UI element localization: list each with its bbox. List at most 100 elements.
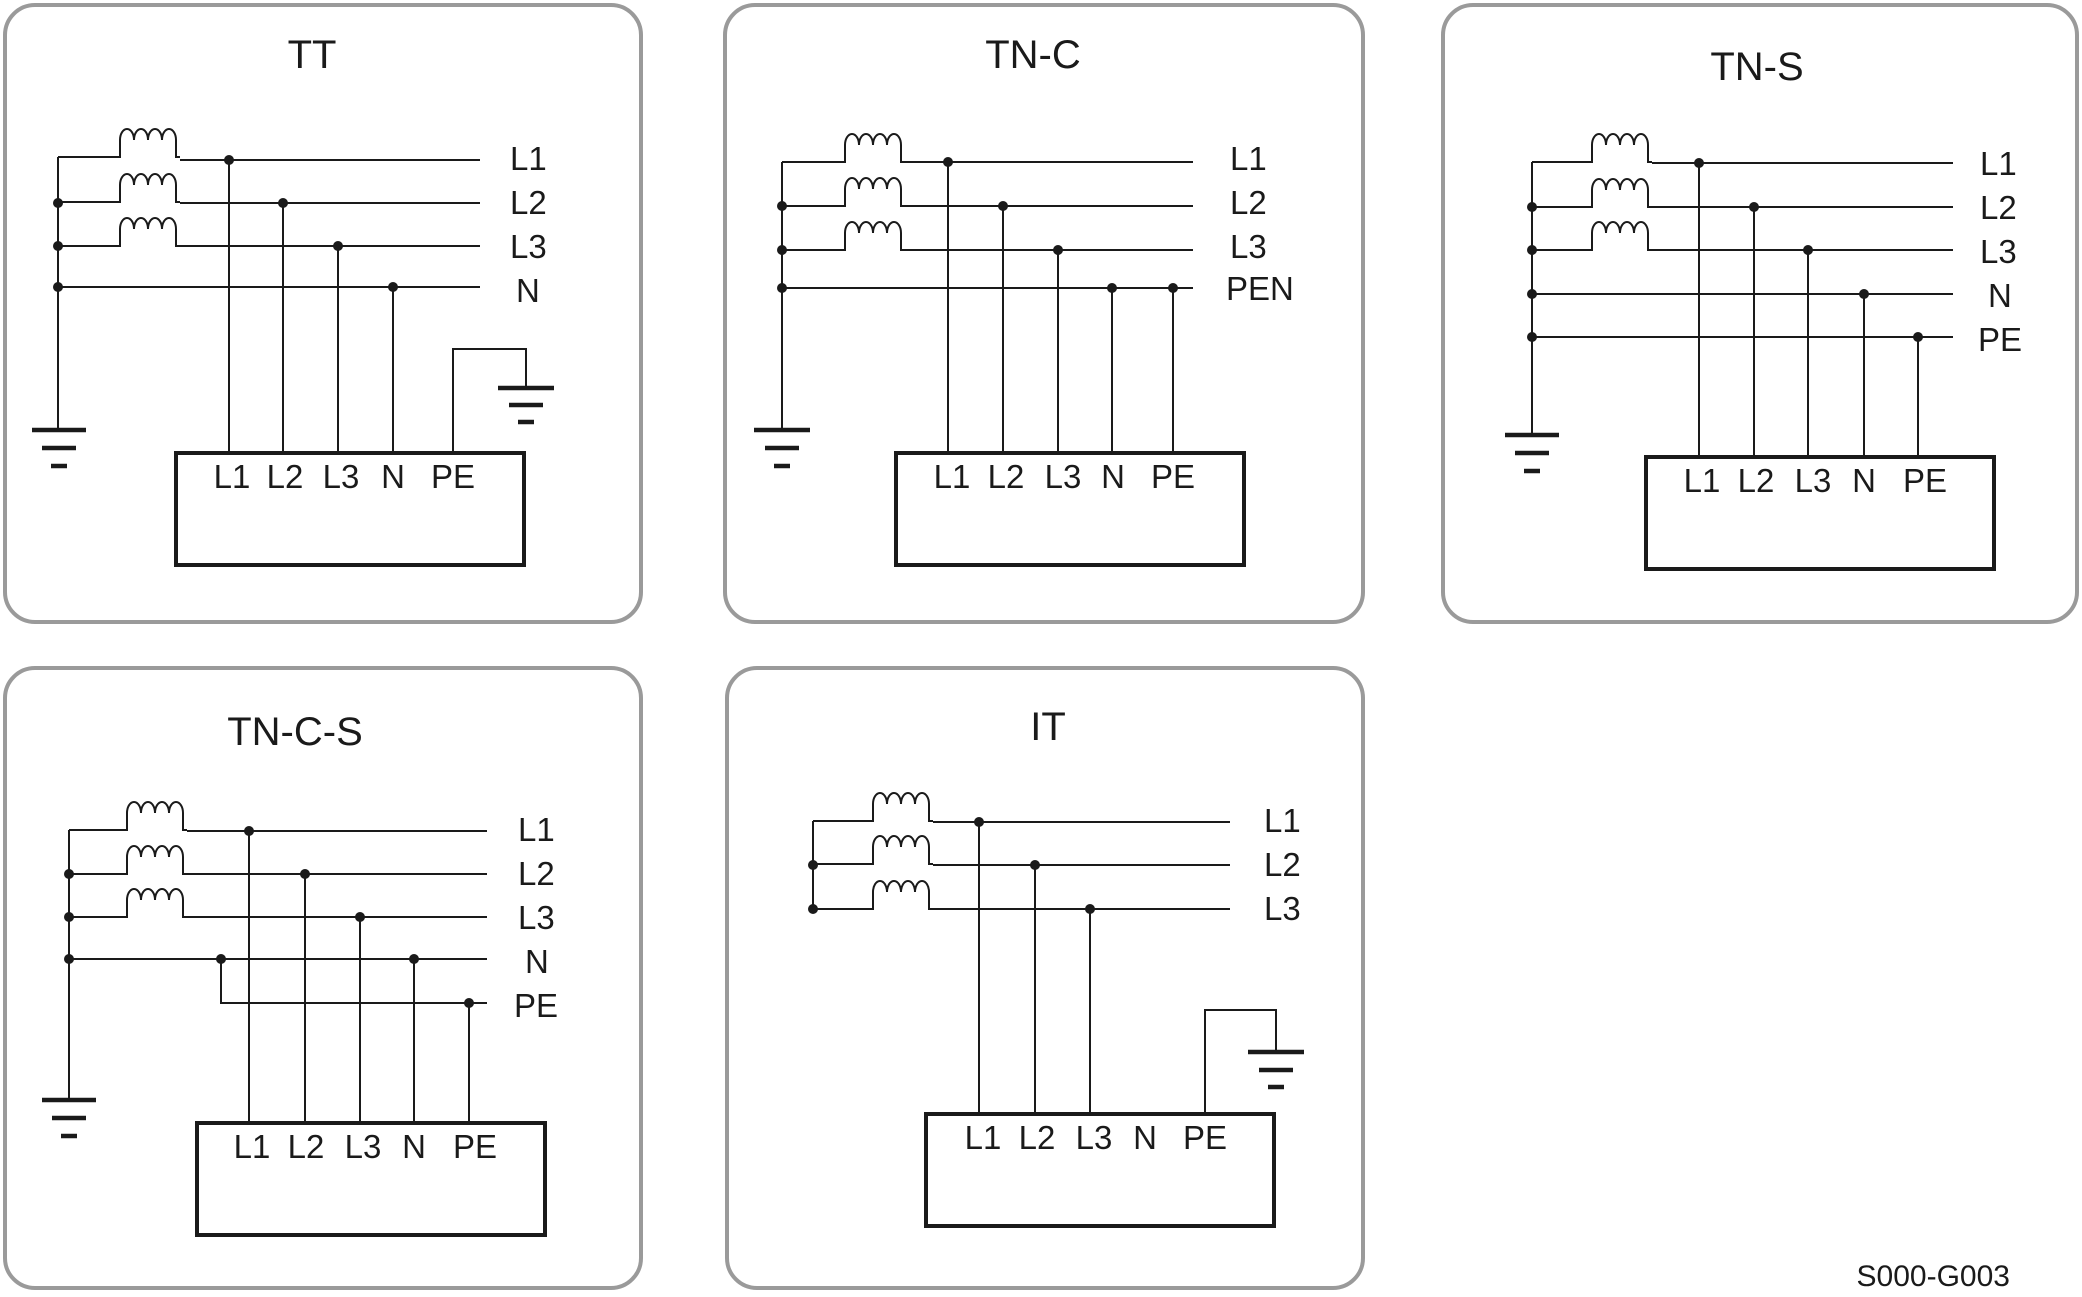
conductor-label: N	[525, 943, 549, 980]
junction-dot-icon	[53, 241, 63, 251]
terminal-label: PE	[1151, 458, 1195, 495]
junction-dot-icon	[333, 241, 343, 251]
conductor-label: L3	[1264, 890, 1301, 927]
terminal-label: L1	[234, 1128, 271, 1165]
junction-dot-icon	[216, 954, 226, 964]
terminal-label: N	[1101, 458, 1125, 495]
ground-symbol-icon	[1248, 1049, 1304, 1090]
terminal-label: L2	[288, 1128, 325, 1165]
junction-dot-icon	[777, 201, 787, 211]
load-device-box	[174, 451, 526, 567]
pe-earth-lead	[1204, 1009, 1277, 1114]
load-device-box	[924, 1112, 1276, 1228]
transformer-winding-icon	[58, 128, 180, 158]
junction-dot-icon	[53, 282, 63, 292]
terminal-label: PE	[1903, 462, 1947, 499]
terminal-label: PE	[431, 458, 475, 495]
transformer-winding-icon	[1532, 133, 1652, 163]
panel-tn-c: TN-C L1 L2	[723, 3, 1365, 624]
conductor-label: L2	[1230, 184, 1267, 221]
junction-dot-icon	[808, 860, 818, 870]
junction-dot-icon	[278, 198, 288, 208]
panel-title: TN-S	[1710, 45, 1803, 89]
junction-dot-icon	[1913, 332, 1923, 342]
transformer-winding-icon	[782, 177, 905, 207]
junction-dot-icon	[1085, 904, 1095, 914]
junction-dot-icon	[1168, 283, 1178, 293]
conductor-label: L1	[1980, 145, 2017, 182]
terminal-label: L3	[1045, 458, 1082, 495]
panel-title: IT	[1030, 705, 1066, 749]
pe-split-branch	[220, 959, 487, 1004]
junction-dot-icon	[1859, 289, 1869, 299]
junction-dot-icon	[1107, 283, 1117, 293]
terminal-label: N	[402, 1128, 426, 1165]
junction-dot-icon	[1527, 289, 1537, 299]
terminal-label: L1	[1684, 462, 1721, 499]
terminal-label: L2	[1019, 1119, 1056, 1156]
transformer-winding-icon	[813, 792, 933, 822]
ground-symbol-icon	[42, 1097, 96, 1139]
conductor-label: L3	[510, 228, 547, 265]
panel-tt: TT	[3, 3, 643, 624]
figure-code: S000-G003	[1857, 1260, 2010, 1293]
terminal-label: L3	[345, 1128, 382, 1165]
transformer-winding-icon	[813, 835, 933, 865]
conductor-label: L3	[1980, 233, 2017, 270]
junction-dot-icon	[777, 245, 787, 255]
junction-dot-icon	[974, 817, 984, 827]
terminal-label: L2	[267, 458, 304, 495]
conductor-label: N	[1988, 277, 2012, 314]
panel-title: TN-C	[985, 33, 1081, 77]
junction-dot-icon	[808, 904, 818, 914]
conductor-label: L2	[510, 184, 547, 221]
terminal-label: L1	[934, 458, 971, 495]
conductor-label: N	[516, 272, 540, 309]
transformer-winding-icon	[1532, 178, 1652, 208]
conductor-label: PE	[1978, 321, 2022, 358]
junction-dot-icon	[943, 157, 953, 167]
panel-tn-c-s: TN-C-S L	[3, 666, 643, 1290]
junction-dot-icon	[1527, 332, 1537, 342]
terminal-label: L3	[1795, 462, 1832, 499]
conductor-label: L1	[1230, 140, 1267, 177]
transformer-winding-icon	[69, 888, 187, 918]
terminal-label: L1	[965, 1119, 1002, 1156]
terminal-label: PE	[453, 1128, 497, 1165]
junction-dot-icon	[300, 869, 310, 879]
transformer-winding-icon	[58, 173, 180, 203]
terminal-label: N	[1852, 462, 1876, 499]
junction-dot-icon	[1803, 245, 1813, 255]
transformer-winding-icon	[58, 217, 180, 247]
panel-tn-s: TN-S L1	[1441, 3, 2079, 624]
panel-it: IT L1 L2 L3 L1 L2	[725, 666, 1365, 1290]
junction-dot-icon	[409, 954, 419, 964]
junction-dot-icon	[244, 826, 254, 836]
junction-dot-icon	[1030, 860, 1040, 870]
ground-symbol-icon	[32, 427, 86, 469]
ground-symbol-icon	[1505, 432, 1559, 474]
junction-dot-icon	[777, 283, 787, 293]
ground-symbol-icon	[754, 427, 810, 469]
junction-dot-icon	[1527, 202, 1537, 212]
conductor-label: PE	[514, 987, 558, 1024]
conductor-label: PEN	[1226, 270, 1294, 307]
terminal-label: N	[1133, 1119, 1157, 1156]
junction-dot-icon	[388, 282, 398, 292]
conductor-label: L2	[1980, 189, 2017, 226]
conductor-label: L2	[1264, 846, 1301, 883]
junction-dot-icon	[355, 912, 365, 922]
load-device-box	[1644, 455, 1996, 571]
junction-dot-icon	[1694, 158, 1704, 168]
load-device-box	[195, 1121, 547, 1237]
panel-title: TN-C-S	[227, 710, 363, 754]
panel-title: TT	[288, 33, 337, 77]
ground-symbol-icon	[498, 385, 554, 425]
pe-earth-lead	[452, 348, 527, 453]
junction-dot-icon	[998, 201, 1008, 211]
junction-dot-icon	[64, 869, 74, 879]
conductor-label: L2	[518, 855, 555, 892]
junction-dot-icon	[224, 155, 234, 165]
junction-dot-icon	[1527, 245, 1537, 255]
